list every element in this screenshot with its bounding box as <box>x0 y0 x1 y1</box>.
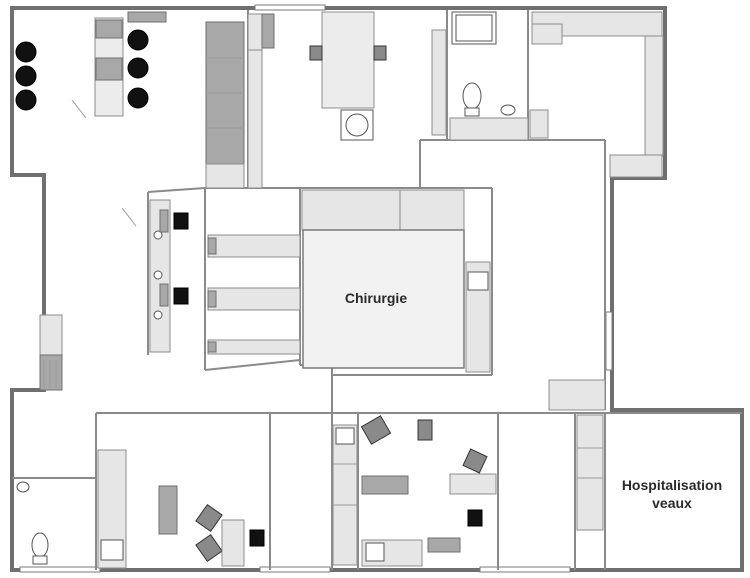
chair <box>417 419 433 441</box>
sink <box>335 427 355 445</box>
storage-bottom <box>332 424 358 566</box>
chair <box>15 41 37 63</box>
chair <box>173 287 189 305</box>
chair <box>360 415 392 445</box>
lounge-area <box>15 11 167 117</box>
room-label-calf-ward-line2: veaux <box>652 495 692 511</box>
chair <box>127 57 149 79</box>
room-label-surgery: Chirurgie <box>345 290 407 306</box>
meeting-table <box>321 11 375 109</box>
sink <box>100 539 124 561</box>
window-bottom-right <box>479 566 571 573</box>
lab-office <box>149 199 301 355</box>
bathroom-top <box>449 11 529 141</box>
toilet <box>31 532 49 558</box>
chair <box>15 65 37 87</box>
chair <box>195 503 223 533</box>
top-right-room <box>529 11 664 178</box>
window-east <box>605 311 613 371</box>
sink <box>365 542 385 562</box>
office-bottom-1 <box>97 449 265 569</box>
shelf <box>127 11 167 23</box>
calf-ward: Hospitalisation veaux <box>576 414 722 531</box>
chair <box>462 448 488 474</box>
toilet <box>462 82 482 110</box>
left-cabinet <box>39 314 63 391</box>
sink <box>500 104 516 116</box>
chair <box>127 87 149 109</box>
kitchen-counters <box>205 13 275 189</box>
bathroom-bottom <box>16 481 49 565</box>
meeting-room <box>309 11 447 141</box>
chair <box>249 529 265 547</box>
chair <box>195 533 223 563</box>
surgery-floor <box>302 229 465 369</box>
chair <box>467 509 483 527</box>
chair <box>127 29 149 51</box>
sink <box>16 481 30 493</box>
room-label-calf-ward-line1: Hospitalisation <box>622 477 722 493</box>
office-bottom-2 <box>360 415 497 567</box>
window-top-1 <box>254 4 326 11</box>
chair <box>173 212 189 230</box>
cabinet <box>361 475 409 495</box>
window-bottom-left <box>19 566 101 573</box>
cabinet <box>158 485 178 535</box>
window-bottom-mid <box>259 566 331 573</box>
surgery-room: Chirurgie <box>301 189 491 373</box>
outer-walls <box>10 4 744 573</box>
chair <box>15 89 37 111</box>
sink <box>467 271 489 291</box>
chair <box>309 45 323 61</box>
chair <box>373 45 387 61</box>
east-corridor <box>548 379 606 411</box>
